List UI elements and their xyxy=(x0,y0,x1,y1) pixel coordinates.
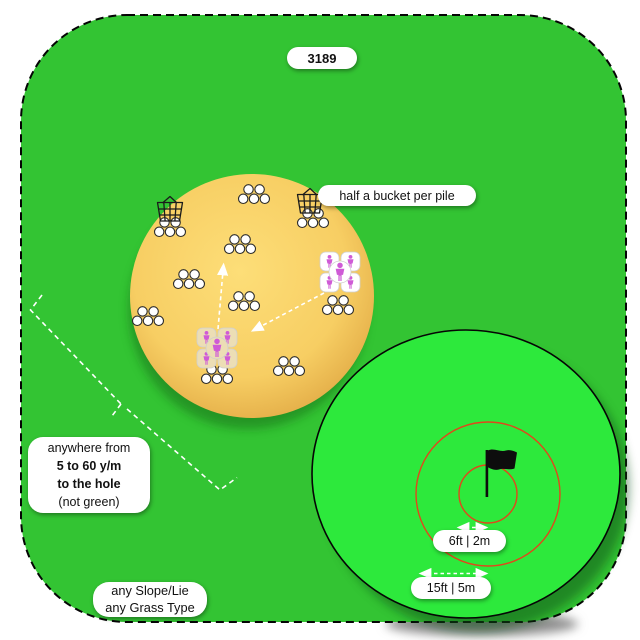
golf-ball xyxy=(227,300,239,312)
golf-ball xyxy=(245,243,257,255)
golf-ball xyxy=(137,306,148,317)
golf-ball xyxy=(243,184,254,195)
range-note-line: (not green) xyxy=(58,495,120,509)
ball-pile xyxy=(237,184,271,205)
golf-ball xyxy=(289,356,300,367)
range-bracket-line xyxy=(29,294,238,492)
golf-ball xyxy=(249,300,261,312)
ball-pile xyxy=(321,295,355,316)
golf-ball xyxy=(343,304,355,316)
golf-ball xyxy=(238,300,250,312)
outer-distance-label: 15ft | 5m xyxy=(411,577,491,599)
golf-ball xyxy=(222,373,234,385)
golf-ball xyxy=(211,373,223,385)
golf-ball xyxy=(164,226,176,238)
golf-ball xyxy=(332,304,344,316)
golf-ball xyxy=(272,365,284,377)
drill-number-badge: 3189 xyxy=(287,47,357,69)
golf-ball xyxy=(183,278,195,290)
golf-ball xyxy=(189,269,200,280)
target-ring-outer xyxy=(415,421,561,567)
conditions-line: any Slope/Lie xyxy=(111,583,189,598)
golf-ball xyxy=(244,291,255,302)
conditions-line: any Grass Type xyxy=(105,599,195,615)
range-note-line: to the hole xyxy=(57,477,121,491)
golf-ball xyxy=(233,291,244,302)
putting-green xyxy=(311,329,621,619)
shot-arrow-up xyxy=(217,262,229,330)
player-cluster xyxy=(319,251,361,293)
player-cluster xyxy=(196,327,238,369)
ball-pile xyxy=(172,269,206,290)
ball-pile xyxy=(227,291,261,312)
golf-flag-icon xyxy=(485,449,517,497)
conditions-box: any Slope/Lie any Grass Type xyxy=(93,582,207,617)
golf-ball xyxy=(142,315,154,327)
golf-ball xyxy=(229,234,240,245)
golf-ball xyxy=(237,193,249,205)
golf-ball xyxy=(338,295,349,306)
golf-ball xyxy=(194,278,206,290)
golf-ball xyxy=(318,217,330,229)
golf-ball xyxy=(240,234,251,245)
ball-pile xyxy=(272,356,306,377)
golf-ball xyxy=(296,217,308,229)
golf-ball xyxy=(294,365,306,377)
golf-ball xyxy=(172,278,184,290)
golf-ball xyxy=(153,315,165,327)
golf-ball xyxy=(327,295,338,306)
ball-pile xyxy=(153,217,187,238)
range-note-line: anywhere from xyxy=(47,441,131,455)
golf-ball xyxy=(278,356,289,367)
golf-ball xyxy=(234,243,246,255)
golf-ball xyxy=(254,184,265,195)
ball-pile xyxy=(131,306,165,327)
golf-ball xyxy=(178,269,189,280)
golf-ball xyxy=(175,226,187,238)
range-note-box: anywhere from 5 to 60 y/m to the hole (n… xyxy=(28,437,150,513)
ball-pile xyxy=(223,234,257,255)
golf-ball xyxy=(153,226,165,238)
golf-ball xyxy=(223,243,235,255)
golf-ball xyxy=(259,193,271,205)
range-note-line: 5 to 60 y/m xyxy=(56,459,122,473)
inner-distance-label: 6ft | 2m xyxy=(433,530,506,552)
golf-ball xyxy=(283,365,295,377)
golf-ball xyxy=(148,306,159,317)
ball-pile xyxy=(296,208,330,229)
golf-ball xyxy=(307,217,319,229)
bucket-note-label: half a bucket per pile xyxy=(318,185,476,206)
golf-ball xyxy=(131,315,143,327)
golf-ball xyxy=(321,304,333,316)
golf-ball xyxy=(248,193,260,205)
shot-arrow-left xyxy=(250,292,325,332)
golf-ball xyxy=(200,373,212,385)
